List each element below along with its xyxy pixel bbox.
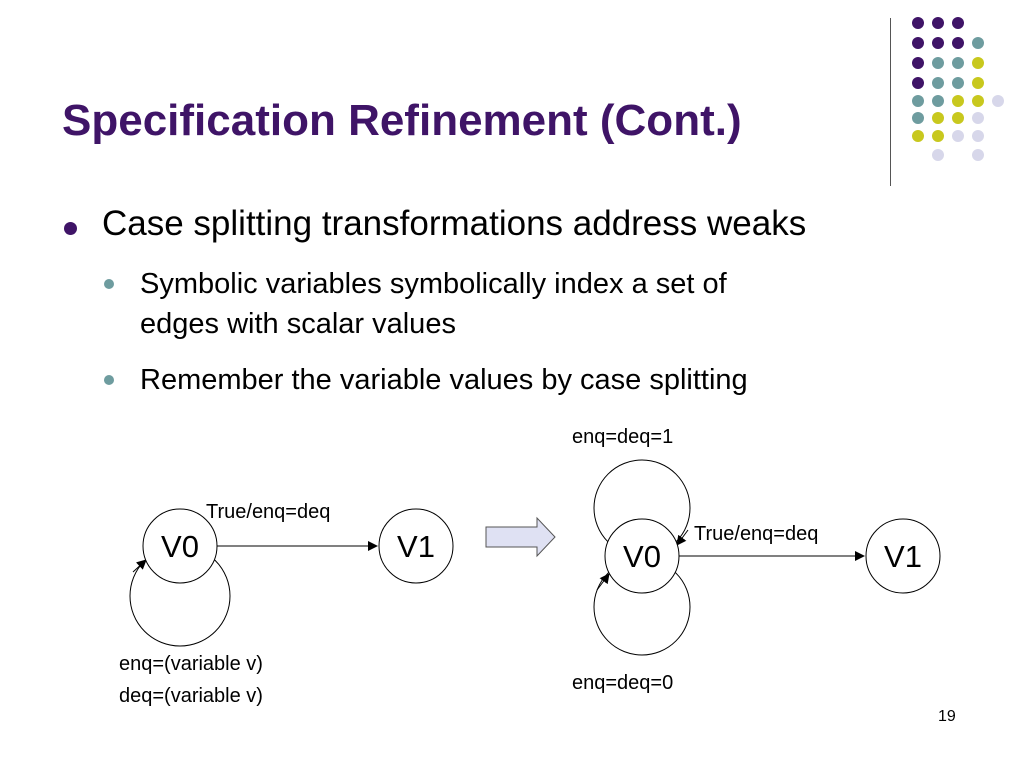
left-loop-label-line2: deq=(variable v) — [119, 685, 263, 707]
left-node-v0-label: V0 — [161, 529, 199, 564]
decor-dot — [972, 149, 984, 161]
left-loop-label-line1: enq=(variable v) — [119, 653, 263, 675]
main-bullet-text: Case splitting transformations address w… — [102, 204, 807, 243]
left-diagram: V0 V1 True/enq=deq enq=(variable v) deq=… — [119, 501, 454, 707]
right-top-loop-label: enq=deq=1 — [572, 426, 673, 448]
decor-dot — [912, 130, 924, 142]
decor-dot — [952, 77, 964, 89]
decor-dot — [912, 17, 924, 29]
sub-bullet-dot — [104, 375, 114, 385]
decor-dot — [912, 95, 924, 107]
sub-bullet-1-line2: edges with scalar values — [140, 308, 456, 340]
left-loop-arrowhead — [132, 559, 147, 573]
decor-dot — [952, 112, 964, 124]
decor-dot — [972, 95, 984, 107]
title-divider-line — [890, 18, 891, 186]
decor-dot — [932, 149, 944, 161]
decor-dot — [952, 37, 964, 49]
right-bottom-loop-arrowhead — [596, 573, 610, 591]
sub-bullet-2-text: Remember the variable values by case spl… — [140, 364, 748, 396]
decor-dot — [932, 130, 944, 142]
decor-dot — [972, 37, 984, 49]
right-diagram: V0 V1 True/enq=deq enq=deq=1 enq=deq=0 — [572, 426, 941, 694]
decor-dot — [972, 130, 984, 142]
right-top-loop-arrowhead — [676, 529, 689, 546]
transform-arrow — [485, 516, 556, 558]
sub-bullet-dot — [104, 279, 114, 289]
decor-dot — [952, 130, 964, 142]
right-node-v1-label: V1 — [884, 539, 922, 574]
decor-dot — [912, 112, 924, 124]
decor-dot — [932, 37, 944, 49]
decor-dot — [932, 17, 944, 29]
sub-bullet-1-line1: Symbolic variables symbolically index a … — [140, 268, 727, 300]
decor-dot — [972, 112, 984, 124]
bullet-dot — [64, 222, 77, 235]
decor-dot — [912, 57, 924, 69]
left-edge-label: True/enq=deq — [206, 501, 330, 523]
left-node-v1-label: V1 — [397, 529, 435, 564]
decor-dot — [912, 77, 924, 89]
slide-title: Specification Refinement (Cont.) — [62, 96, 742, 145]
right-bottom-loop-label: enq=deq=0 — [572, 672, 673, 694]
dot-grid-group — [912, 17, 1004, 161]
right-node-v0-label: V0 — [623, 539, 661, 574]
decor-dot — [992, 95, 1004, 107]
decor-dot — [972, 57, 984, 69]
decor-dot — [912, 37, 924, 49]
slide-number: 19 — [938, 708, 956, 725]
decor-dot — [952, 17, 964, 29]
decor-dot — [952, 57, 964, 69]
decor-dot — [932, 77, 944, 89]
decor-dot — [932, 57, 944, 69]
right-edge-label: True/enq=deq — [694, 523, 818, 545]
decor-dot — [972, 77, 984, 89]
decor-dot — [952, 95, 964, 107]
decorative-dot-grid — [912, 17, 1004, 161]
left-node-v1 — [378, 508, 454, 584]
decor-dot — [932, 112, 944, 124]
decor-dot — [932, 95, 944, 107]
right-node-v1 — [865, 518, 941, 594]
